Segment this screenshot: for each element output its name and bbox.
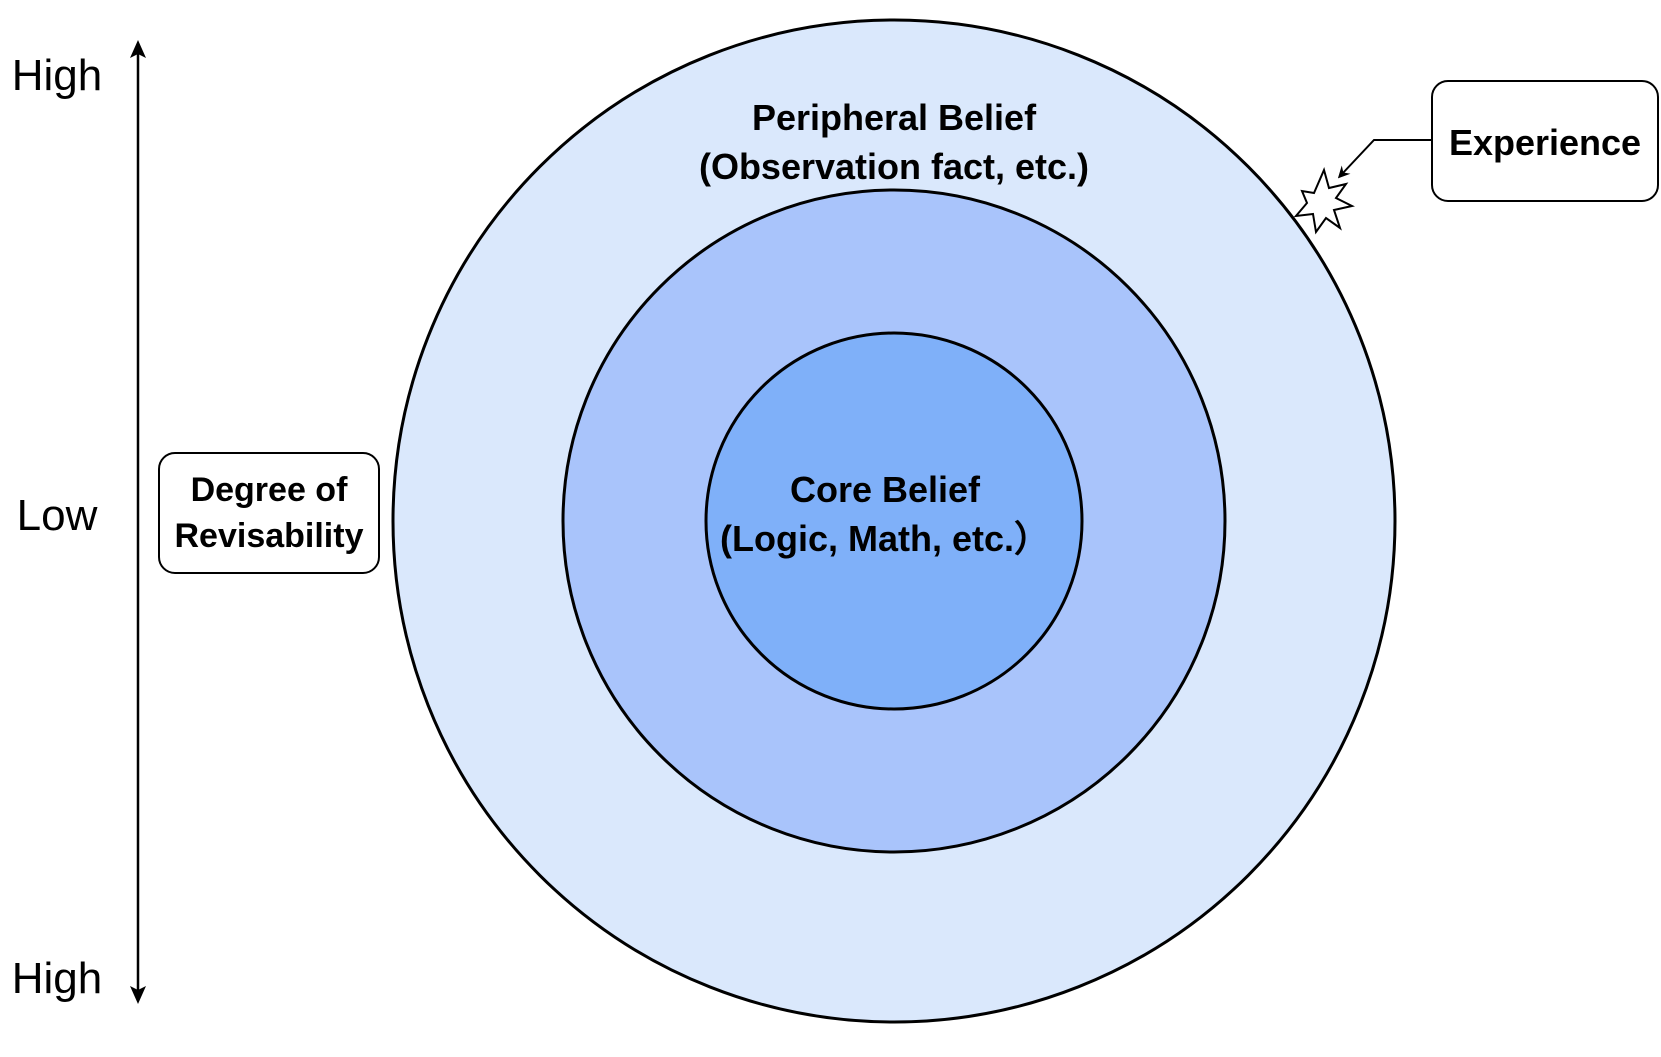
peripheral-belief-subtitle: (Observation fact, etc.) [699,146,1089,187]
axis-arrow-down-icon [130,986,146,1004]
core-belief-title: Core Belief [790,469,981,510]
revisability-box-line1: Degree of [191,471,348,509]
axis-middle-label: Low [17,491,98,540]
axis-bottom-label: High [12,954,103,1003]
revisability-axis [130,40,146,1004]
core-belief-subtitle: (Logic, Math, etc.） [720,518,1050,559]
experience-label: Experience [1449,122,1641,163]
axis-top-label: High [12,51,103,100]
axis-arrow-up-icon [130,40,146,58]
core-belief-circle [704,331,1084,711]
revisability-box-frame [158,452,380,574]
revisability-box: Degree of Revisability [158,452,380,574]
experience-box: Experience [1431,80,1659,202]
experience-connector-arrow [1337,139,1432,179]
peripheral-belief-title: Peripheral Belief [752,97,1037,138]
revisability-box-line2: Revisability [175,517,364,555]
explosion-star-icon [1293,167,1355,235]
